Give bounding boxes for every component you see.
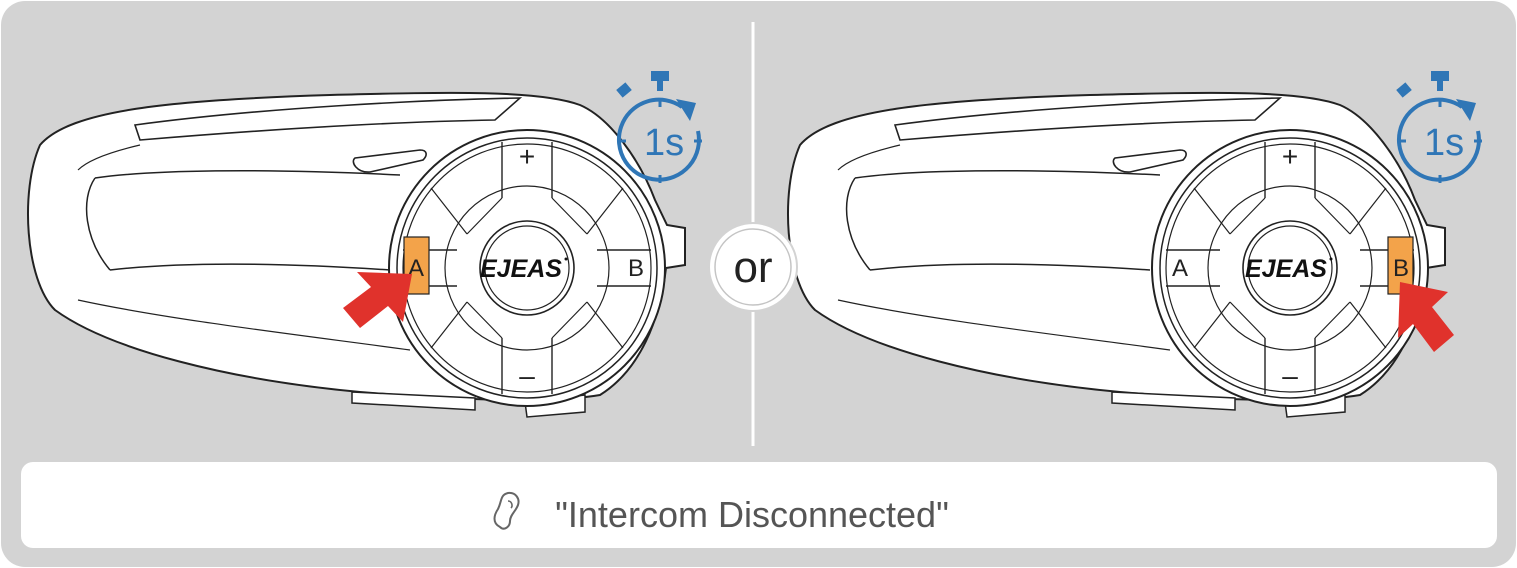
or-badge: or xyxy=(708,222,798,312)
left-press-arrow xyxy=(343,272,412,328)
caption-box xyxy=(21,462,1497,548)
right-brand-logo: EJEAS xyxy=(1245,255,1327,283)
ear-icon xyxy=(493,491,520,530)
caption-text: "Intercom Disconnected" xyxy=(555,494,949,535)
right-plus-label: + xyxy=(1282,141,1298,172)
right-timer-icon: 1s xyxy=(1394,69,1484,185)
right-timer-label: 1s xyxy=(1424,122,1464,164)
or-label: or xyxy=(733,243,772,292)
left-timer-icon: 1s xyxy=(614,69,704,185)
right-press-arrow xyxy=(1398,282,1454,352)
left-b-label: B xyxy=(628,255,644,282)
left-timer-label: 1s xyxy=(644,122,684,164)
left-device: A B + – EJEAS 1s xyxy=(26,69,704,418)
left-minus-label: – xyxy=(519,360,535,391)
right-b-label: B xyxy=(1393,255,1409,282)
left-a-label: A xyxy=(408,255,424,282)
right-a-label: A xyxy=(1172,255,1188,282)
right-minus-label: – xyxy=(1282,360,1298,391)
left-brand-logo: EJEAS xyxy=(480,255,562,283)
left-plus-label: + xyxy=(519,141,535,172)
right-device: A B + – EJEAS 1s xyxy=(787,69,1484,418)
